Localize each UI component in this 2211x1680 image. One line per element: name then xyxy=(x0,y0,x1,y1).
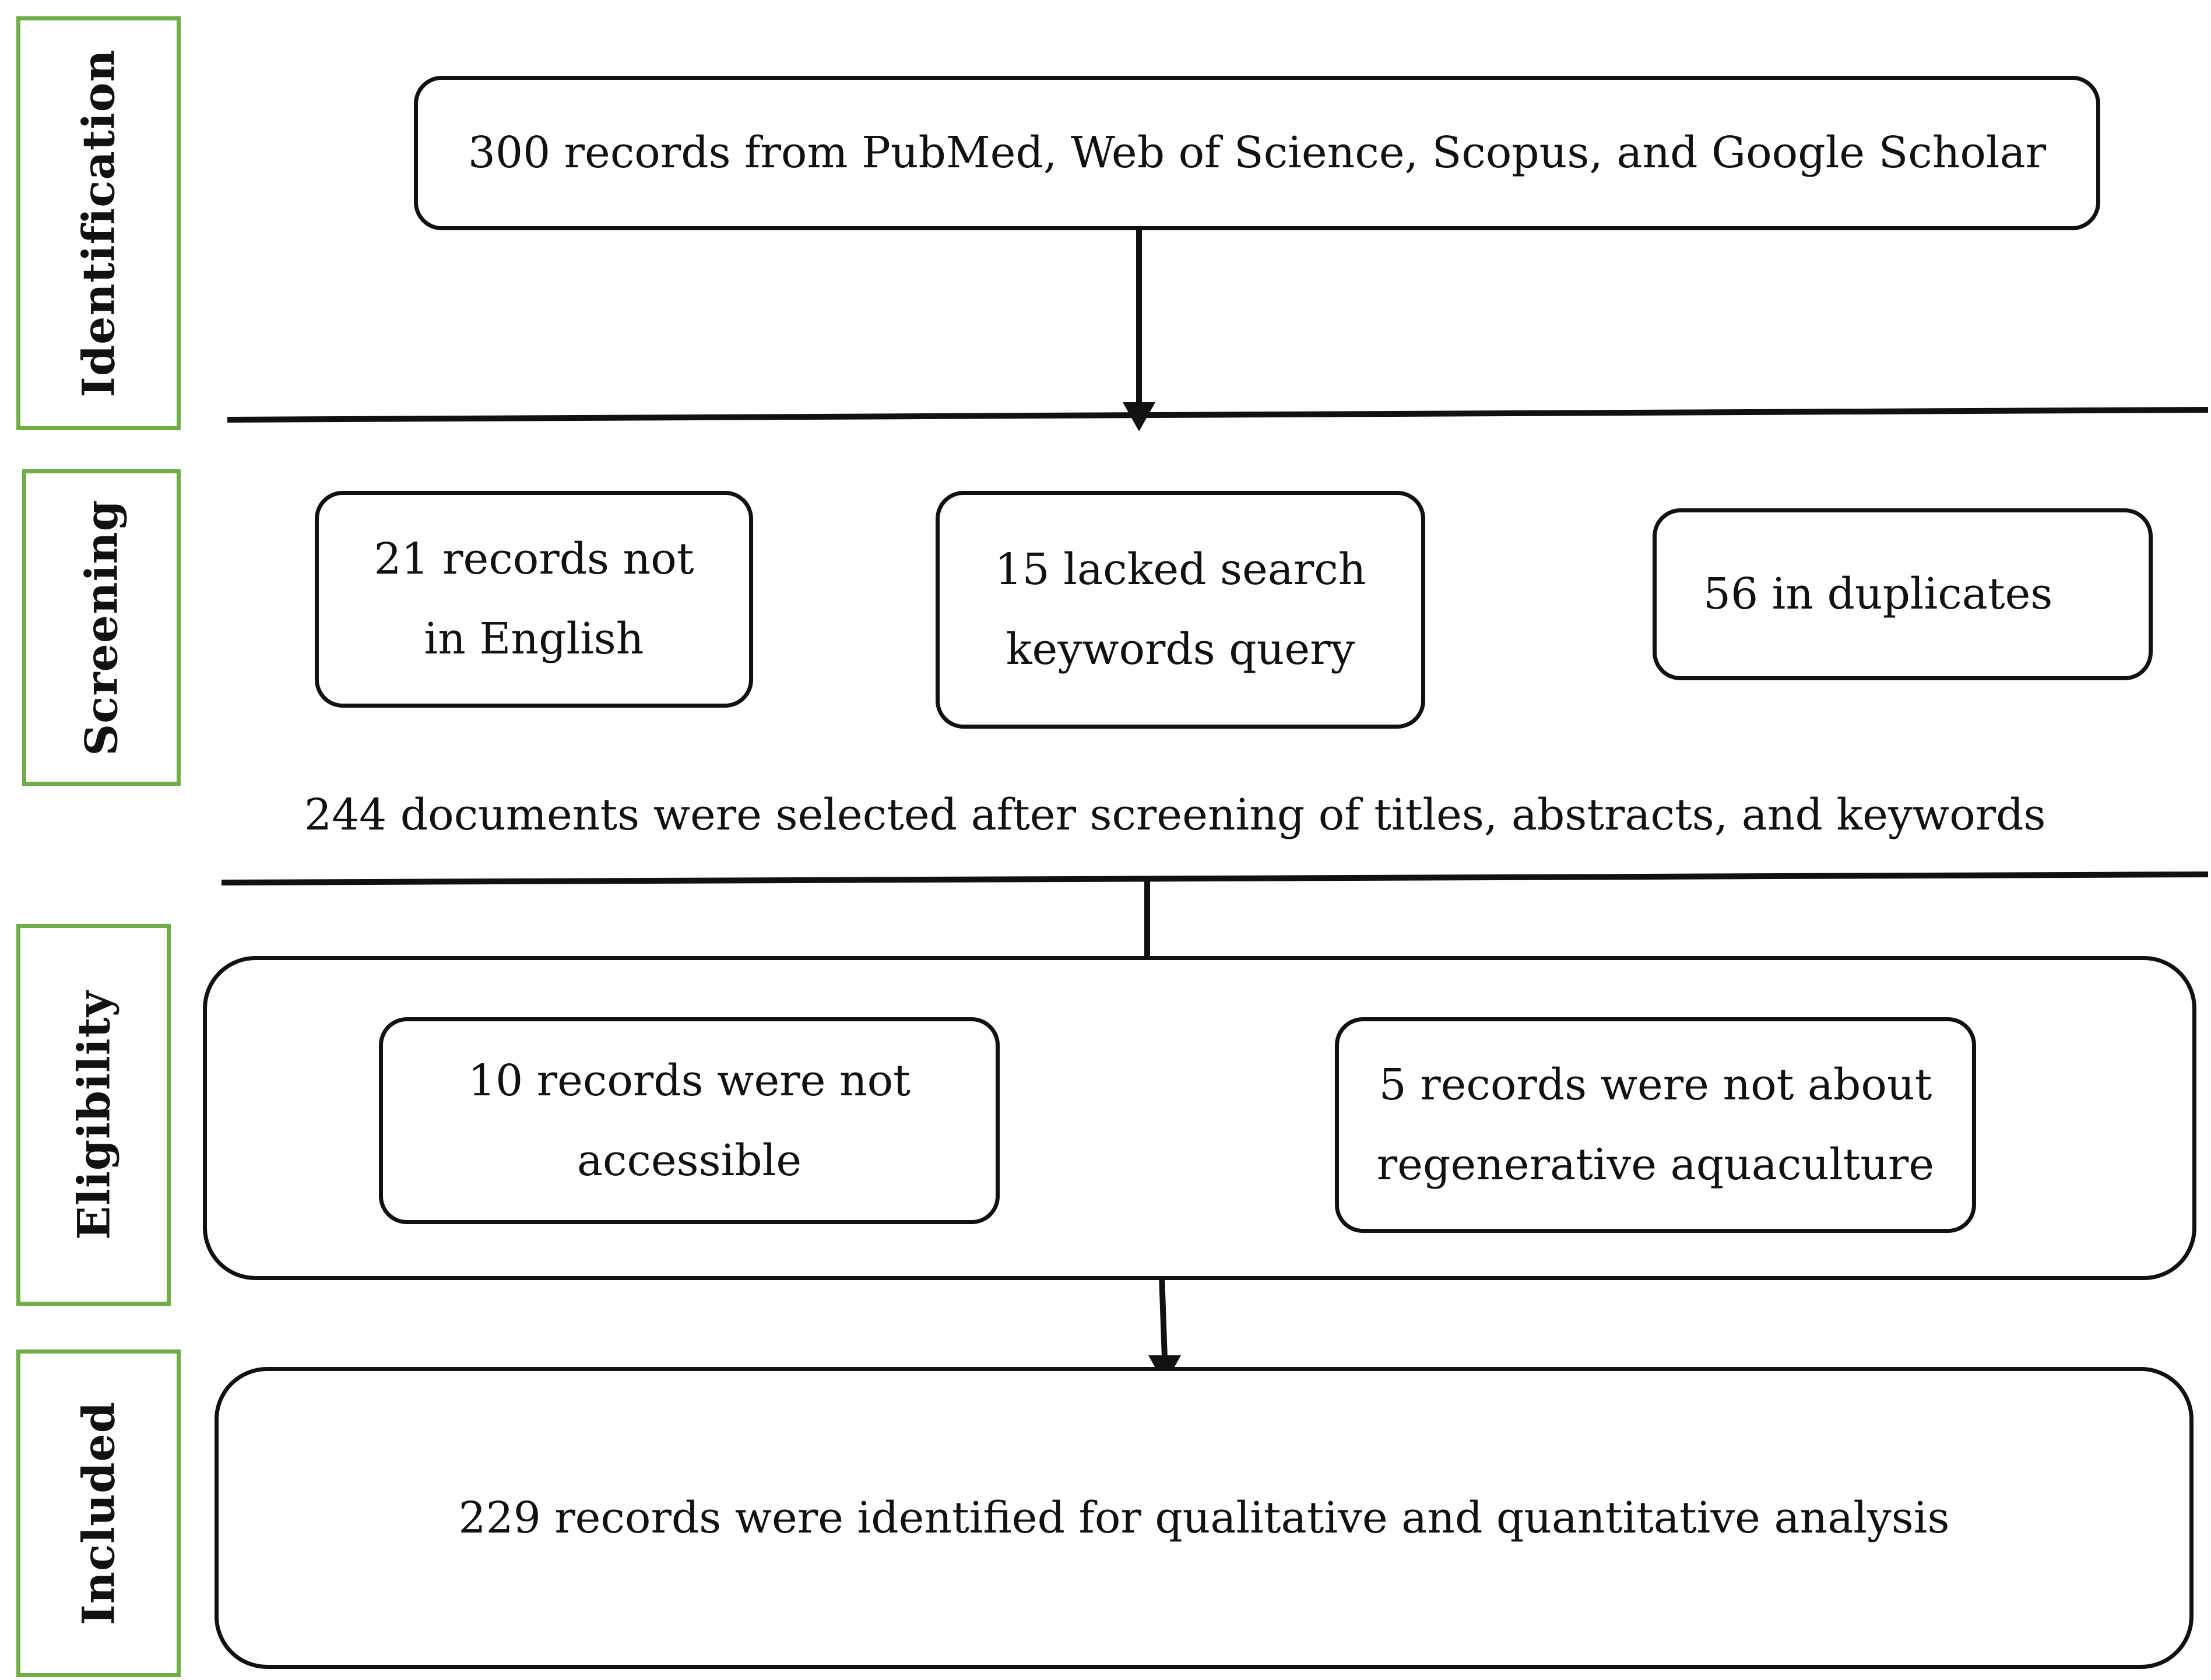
identification-records-box: 300 records from PubMed, Web of Science,… xyxy=(414,76,2100,230)
exclusion-lacked-keywords-box: 15 lacked search keywords query xyxy=(936,491,1425,729)
stage-included: Included xyxy=(16,1349,181,1677)
exclusion-not-english-box: 21 records not in English xyxy=(315,491,753,708)
exclusion-not-accessible-box: 10 records were not accessible xyxy=(379,1017,1000,1224)
arrowhead-identification xyxy=(1123,402,1155,431)
stage-label-included: Included xyxy=(72,1401,125,1625)
arrow-eligibility-to-included xyxy=(1159,1275,1168,1359)
screening-result-text: 244 documents were selected after screen… xyxy=(304,790,2046,840)
stage-eligibility: Eligibility xyxy=(16,924,171,1306)
exclusion-not-about-topic-box: 5 records were not about regenerative aq… xyxy=(1335,1017,1976,1233)
divider-line-screening-eligibility xyxy=(221,871,2209,885)
stage-label-identification: Identification xyxy=(72,49,125,398)
exclusion-duplicates-text: 56 in duplicates xyxy=(1703,569,2053,619)
identification-records-text: 300 records from PubMed, Web of Science,… xyxy=(467,128,2047,178)
stage-label-screening: Screening xyxy=(75,499,128,756)
exclusion-duplicates-box: 56 in duplicates xyxy=(1653,508,2153,680)
divider-line-identification-screening xyxy=(227,407,2209,423)
exclusion-lacked-keywords-text: 15 lacked search keywords query xyxy=(994,544,1366,674)
exclusion-not-english-text: 21 records not in English xyxy=(374,534,694,664)
exclusion-not-accessible-text: 10 records were not accessible xyxy=(468,1055,911,1186)
included-records-box: 229 records were identified for qualitat… xyxy=(215,1367,2194,1669)
included-records-text: 229 records were identified for qualitat… xyxy=(458,1492,1950,1543)
exclusion-not-about-topic-text: 5 records were not about regenerative aq… xyxy=(1376,1060,1935,1190)
stage-identification: Identification xyxy=(16,16,181,430)
stage-label-eligibility: Eligibility xyxy=(68,990,119,1240)
stage-screening: Screening xyxy=(22,469,181,786)
